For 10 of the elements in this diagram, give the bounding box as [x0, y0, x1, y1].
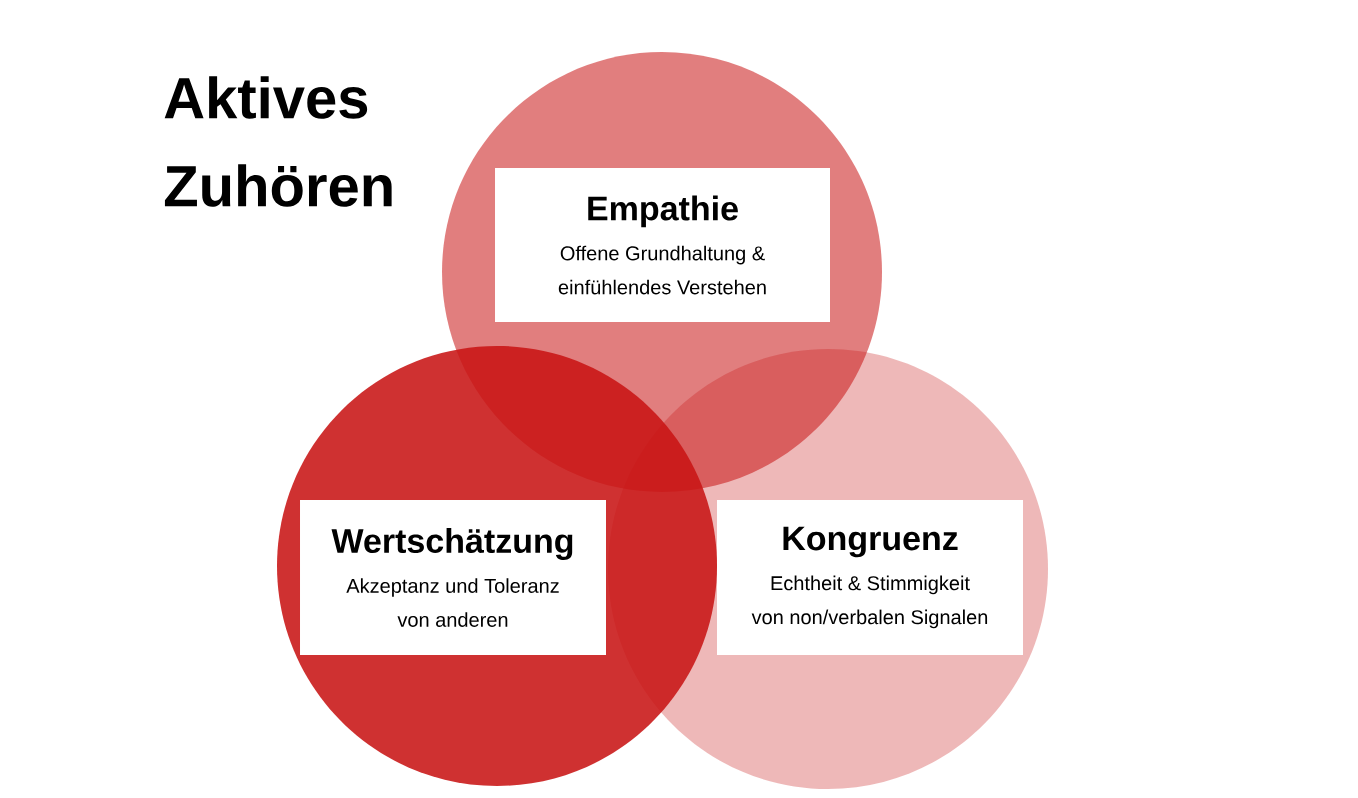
- heading: Wertschätzung: [331, 528, 573, 560]
- description: Offene Grundhaltung & einfühlendes Verstehen: [558, 245, 766, 295]
- description: Echtheit & Stimmigkeit von non/verbalen Signalen: [751, 575, 988, 629]
- label-card: [495, 168, 830, 322]
- label-card: [300, 500, 606, 655]
- label-card: [717, 500, 1023, 655]
- description: Akzeptanz und Toleranz von anderen: [346, 578, 559, 627]
- heading: Kongruenz: [783, 526, 958, 558]
- title: Aktives Zuhören: [164, 76, 392, 207]
- heading: Empathie: [588, 195, 738, 228]
